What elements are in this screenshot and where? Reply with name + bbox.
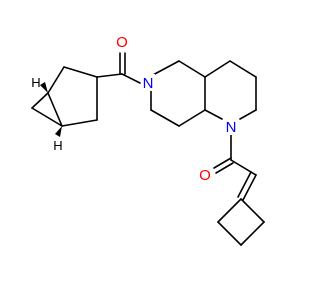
bond-cb4-cb1 xyxy=(217,198,242,223)
atom-h-upper: H xyxy=(31,75,40,90)
wedge-bond-upper-h xyxy=(40,82,48,93)
bond-c5-c4a xyxy=(178,60,206,78)
bond-c2-n1 xyxy=(239,109,257,120)
wedge-bond-lower-h xyxy=(55,126,62,137)
atom-n-left-bg xyxy=(141,74,155,91)
bond-c1-c6 xyxy=(31,92,49,109)
bond-cb2-cb3 xyxy=(240,221,265,246)
bond-n6-c5 xyxy=(150,60,180,77)
atom-n-bottom-bg xyxy=(224,118,238,135)
bond-c4a-c4 xyxy=(204,60,231,78)
bond-c5-c1 xyxy=(47,92,63,127)
bond-cb3-cb4 xyxy=(217,221,242,246)
bonds xyxy=(31,52,265,246)
atom-o-top: O xyxy=(116,34,128,51)
bond-c2-c3 xyxy=(63,66,98,78)
bond-ch-cbutyl-b xyxy=(237,171,252,198)
atom-n-bottom: N xyxy=(226,119,237,136)
atom-o-top-bg xyxy=(115,33,129,50)
bond-c6-c5 xyxy=(31,107,63,127)
bond-acyl-ch xyxy=(230,159,257,176)
atom-h-lower: H xyxy=(53,138,62,153)
bond-c8a-c8 xyxy=(178,109,206,127)
bond-ch-cbutyl-a xyxy=(242,174,257,201)
bond-c4-c3 xyxy=(229,60,257,78)
atom-o-bottom: O xyxy=(199,167,211,184)
bond-c4-c5 xyxy=(61,119,98,127)
bond-c1-c2 xyxy=(47,66,65,94)
bond-c3-carbonyl xyxy=(96,73,123,78)
molecule-structure: O N N O H H xyxy=(31,33,265,246)
bond-n1-c8a xyxy=(204,109,223,120)
atom-o-bottom-bg xyxy=(198,166,212,183)
atom-labels: O N N O H H xyxy=(31,33,238,184)
molecule-canvas: O N N O H H xyxy=(31,33,265,246)
bond-cb1-cb2 xyxy=(240,198,265,223)
bond-carbonyl-n xyxy=(121,73,141,84)
bond-c8-c7 xyxy=(150,109,180,127)
atom-n-left: N xyxy=(143,75,154,92)
bond-acyl-o-a xyxy=(213,157,232,169)
bond-acyl-o-b xyxy=(215,162,234,174)
